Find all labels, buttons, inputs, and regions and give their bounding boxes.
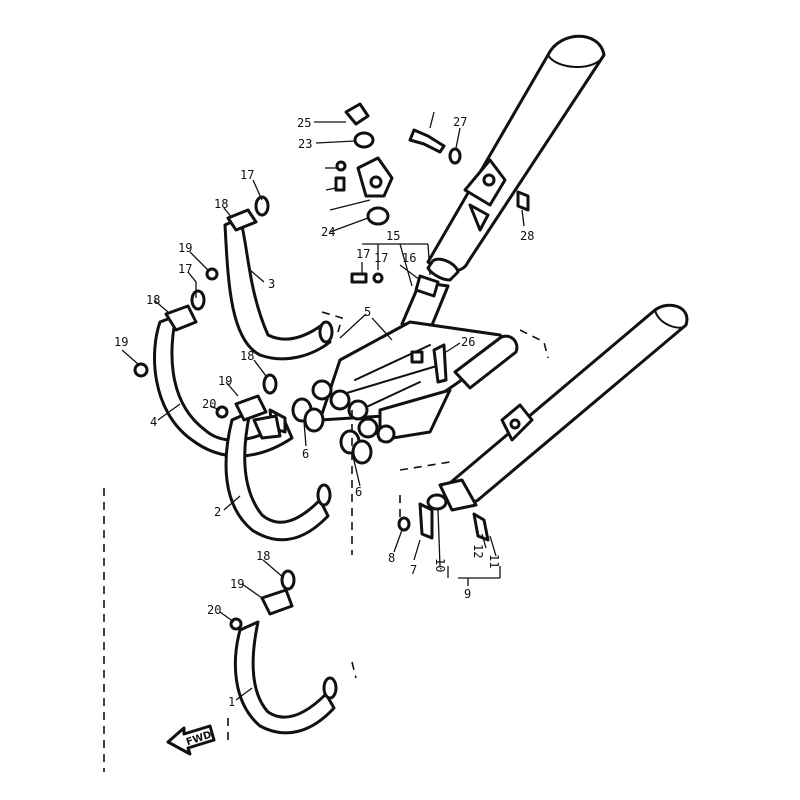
callout-19-c: 20 [202, 397, 216, 411]
exhaust-pipe-3 [205, 195, 334, 361]
callout-4: 4 [150, 415, 157, 429]
callout-6-b: 6 [355, 485, 362, 499]
upper-mount-hardware [334, 102, 394, 226]
callout-24: 28 [520, 229, 534, 243]
callout-16: 17 [374, 251, 388, 265]
callout-6-a: 6 [302, 447, 309, 461]
gaskets [291, 397, 373, 465]
callout-5: 5 [364, 305, 371, 319]
callout-11: 11 [487, 554, 501, 568]
callout-21: 25 [297, 116, 311, 130]
callout-2: 2 [214, 505, 221, 519]
callout-15: 17 [356, 247, 370, 261]
exhaust-pipe-2 [215, 373, 332, 542]
callout-8: 8 [388, 551, 395, 565]
callout-numbers: 25 23 24 27 28 15 17 17 16 5 26 17 18 19… [114, 115, 534, 709]
collector [318, 320, 519, 442]
callout-12: 12 [471, 544, 485, 558]
exhaust-pipe-4 [133, 289, 294, 458]
callout-20-lower: 24 [321, 225, 335, 239]
callout-17-a: 17 [240, 168, 254, 182]
callout-22: 26 [461, 335, 475, 349]
callout-3: 3 [268, 277, 275, 291]
assembly-guide-lines [227, 311, 549, 740]
forward-direction-arrow: FWD [166, 724, 216, 756]
callout-7: 7 [410, 563, 417, 577]
bolt-22 [432, 343, 448, 384]
muffler-mount-hardware [408, 128, 530, 212]
lower-mount-hardware [397, 493, 490, 542]
callout-23: 27 [453, 115, 467, 129]
callout-18-d: 19 [230, 577, 244, 591]
exhaust-pipe-1 [229, 569, 338, 735]
callout-13: 15 [386, 229, 400, 243]
upper-clamp-hardware [350, 272, 440, 298]
callout-17-d: 18 [256, 549, 270, 563]
callout-17-c: 18 [240, 349, 254, 363]
callout-20-upper: 23 [298, 137, 312, 151]
callout-10: 10 [433, 558, 447, 572]
callout-14: 16 [402, 251, 416, 265]
callout-18-b: 18 [146, 293, 160, 307]
collector-flanges [311, 379, 396, 444]
upper-muffler [426, 34, 606, 282]
callout-1: 1 [228, 695, 235, 709]
lower-muffler [438, 303, 689, 512]
callout-18-a: 18 [214, 197, 228, 211]
callout-17-b: 17 [178, 262, 192, 276]
callout-18-c: 19 [218, 374, 232, 388]
callout-19-a: 19 [178, 241, 192, 255]
callout-19-d: 20 [207, 603, 221, 617]
callout-leaders [121, 111, 525, 701]
callout-19-b: 19 [114, 335, 128, 349]
callout-9: 9 [464, 587, 471, 601]
